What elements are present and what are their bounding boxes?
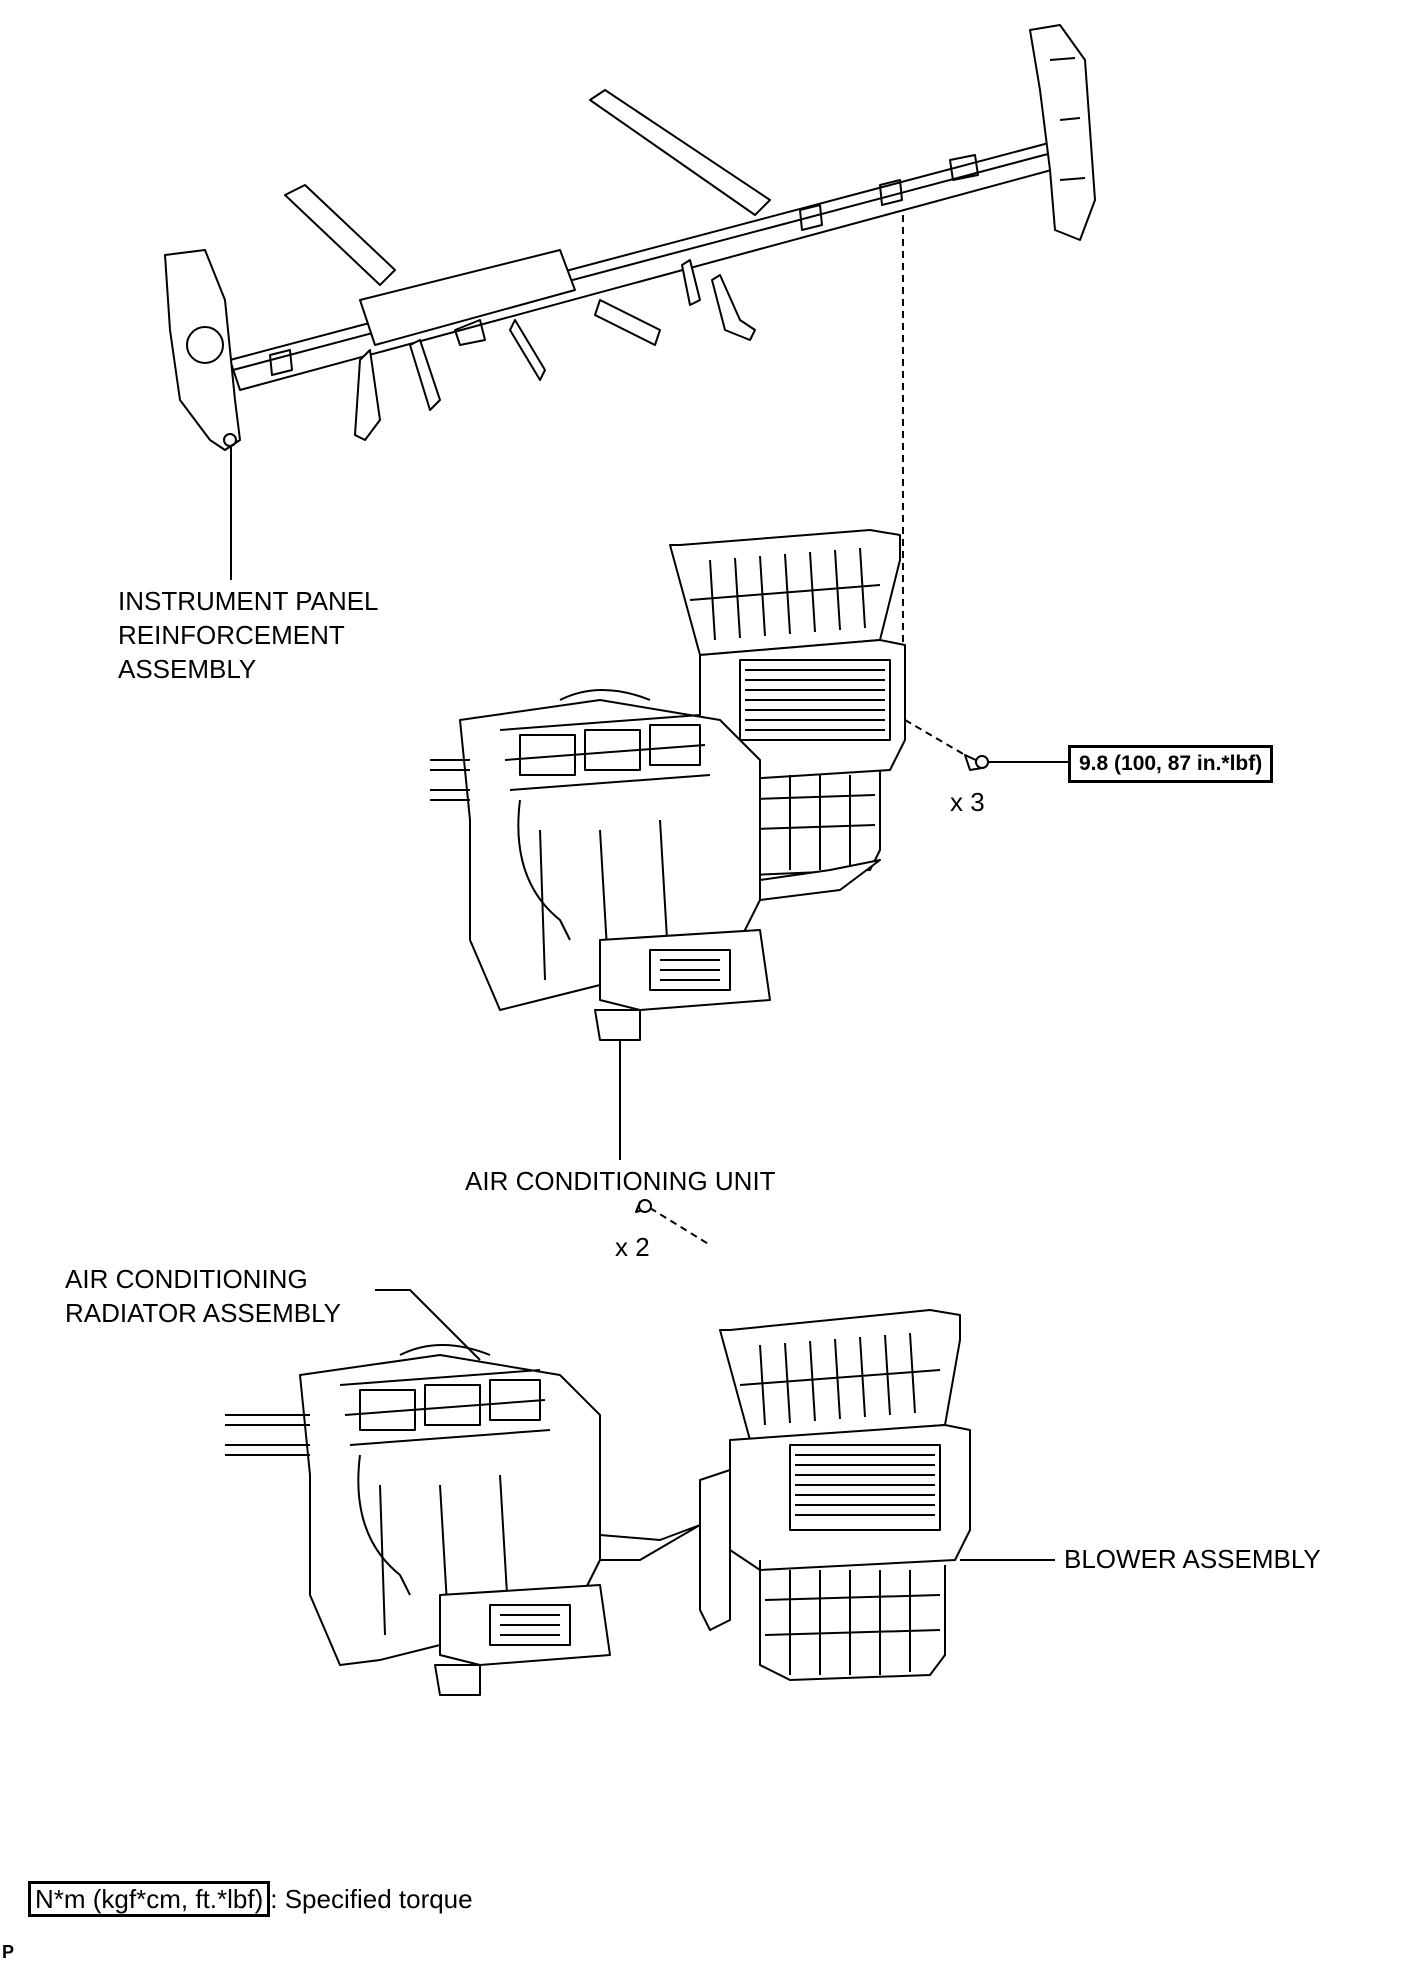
- air-conditioning-unit-drawing: [430, 689, 881, 1041]
- blower-label: BLOWER ASSEMBLY: [1064, 1544, 1321, 1574]
- bolt-upper-icon: [904, 719, 989, 771]
- ac-unit-label: AIR CONDITIONING UNIT: [465, 1166, 776, 1196]
- torque-legend: N*m (kgf*cm, ft.*lbf): Specified torque: [28, 1881, 473, 1917]
- torque-spec-box: 9.8 (100, 87 in.*lbf): [1068, 745, 1274, 783]
- bolt-lower-icon: [635, 1199, 711, 1246]
- instrument-panel-label: INSTRUMENT PANEL REINFORCEMENT ASSEMBLY: [118, 586, 379, 684]
- ac-radiator-label: AIR CONDITIONING RADIATOR ASSEMBLY: [65, 1264, 341, 1328]
- instrument-panel-reinforcement-drawing: [164, 24, 1096, 451]
- torque-legend-unit: N*m (kgf*cm, ft.*lbf): [28, 1881, 271, 1917]
- air-conditioning-radiator-assembly-drawing: [225, 1344, 701, 1696]
- bolt-qty-upper: x 3: [950, 787, 985, 817]
- bolt-qty-lower: x 2: [615, 1232, 650, 1262]
- corner-letter: P: [2, 1942, 15, 1962]
- blower-assembly-lower-drawing: [699, 1309, 971, 1681]
- torque-legend-desc: : Specified torque: [270, 1884, 473, 1914]
- ac-radiator-leader: [375, 1289, 481, 1361]
